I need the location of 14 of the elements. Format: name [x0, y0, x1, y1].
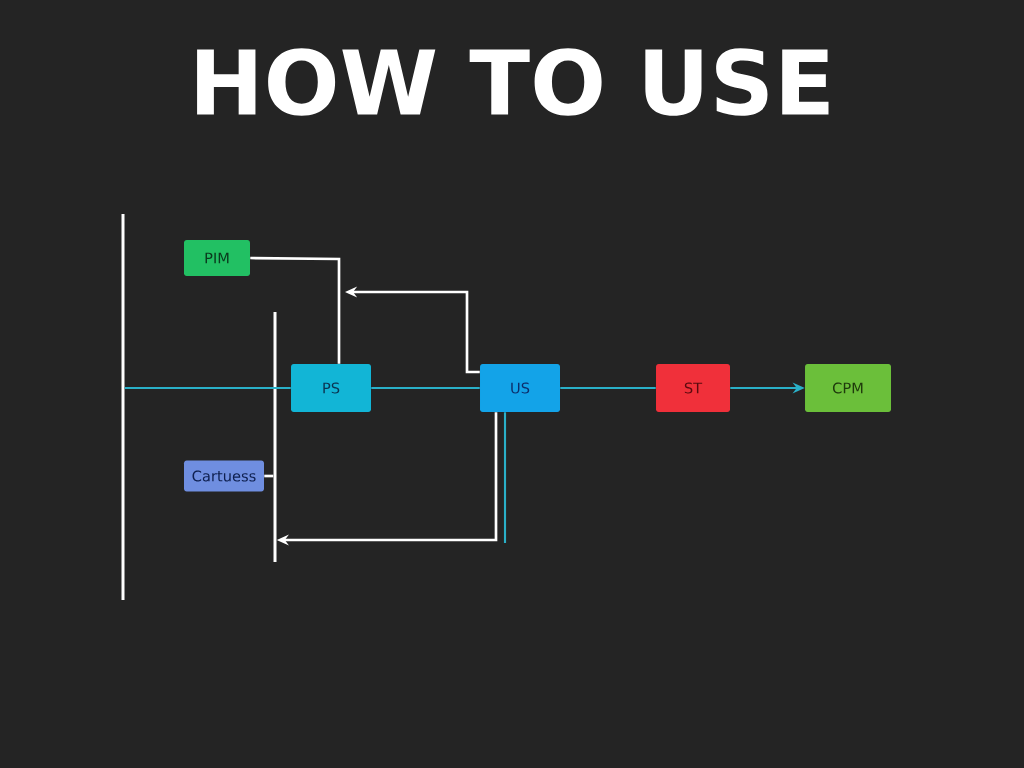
connector-line: [124, 386, 291, 390]
connector-line: [503, 412, 507, 543]
process-box: PIM: [184, 240, 250, 276]
process-box: CPM: [805, 364, 891, 412]
connector-line: [371, 386, 480, 390]
connector-line: [264, 474, 274, 478]
process-box: ST: [656, 364, 730, 412]
process-box: US: [480, 364, 560, 412]
title: HOW TO USE: [197, 48, 829, 116]
vertical-bar: [121, 214, 125, 600]
connector-line: [250, 256, 341, 364]
connector-line: [560, 386, 656, 390]
process-box: PS: [291, 364, 371, 412]
process-box: Cartuess: [184, 460, 264, 492]
